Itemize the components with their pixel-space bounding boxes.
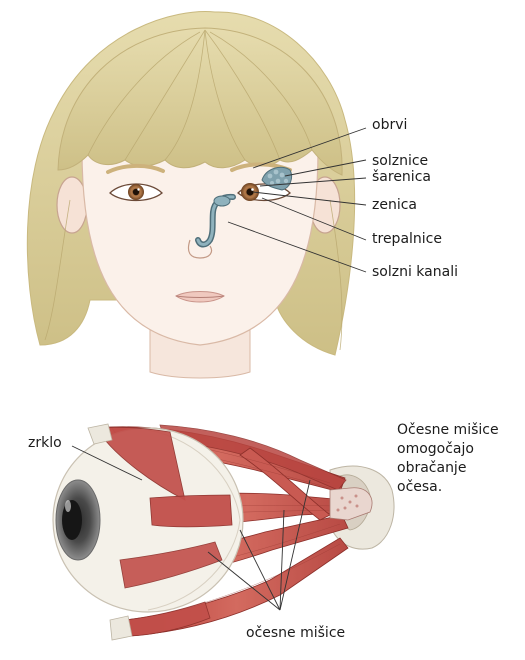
label-eye-muscles: očesne mišice <box>246 625 345 642</box>
label-tear-ducts: solzni kanali <box>372 264 458 281</box>
left-ear <box>57 177 87 233</box>
eye-muscles-caption: Očesne mišice omogočajo obračanje očesa. <box>397 421 499 497</box>
caption-line: obračanje <box>397 459 499 478</box>
caption-line: Očesne mišice <box>397 421 499 440</box>
label-lacrimal-glands: solznice <box>372 153 428 170</box>
label-eyeball: zrklo <box>28 435 62 452</box>
label-pupil: zenica <box>372 197 417 214</box>
girl-face-illustration <box>27 12 366 378</box>
caption-line: očesa. <box>397 478 499 497</box>
eyeball-muscles-illustration <box>53 424 394 640</box>
label-iris: šarenica <box>372 169 431 186</box>
label-eyelashes: trepalnice <box>372 231 442 248</box>
caption-line: omogočajo <box>397 440 499 459</box>
label-eyebrows: obrvi <box>372 117 407 134</box>
